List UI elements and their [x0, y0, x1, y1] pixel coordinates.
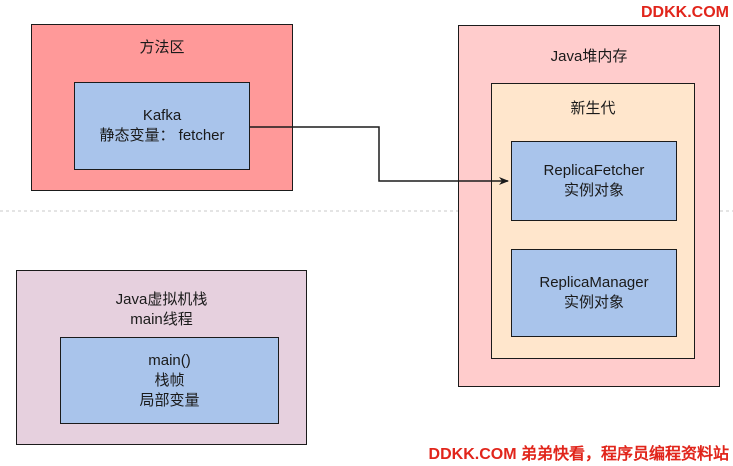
method-area-box: 方法区 Kafka 静态变量： fetcher [31, 24, 293, 191]
replica-manager-name: ReplicaManager [539, 274, 649, 291]
watermark-bottom: DDKK.COM 弟弟快看，程序员编程资料站 [428, 446, 729, 463]
replica-fetcher-desc: 实例对象 [563, 182, 624, 199]
replica-manager-text: ReplicaManager 实例对象 [512, 273, 676, 313]
kafka-static-field: 静态变量： fetcher [99, 127, 225, 144]
young-gen-box: 新生代 ReplicaFetcher 实例对象 ReplicaManager 实… [491, 83, 695, 359]
replica-fetcher-text: ReplicaFetcher 实例对象 [512, 161, 676, 201]
replica-fetcher-name: ReplicaFetcher [543, 162, 645, 179]
replica-fetcher-box: ReplicaFetcher 实例对象 [511, 141, 677, 221]
watermark-top: DDKK.COM [641, 4, 729, 21]
kafka-class-name: Kafka [142, 107, 182, 124]
main-frame-method: main() [148, 351, 191, 369]
jvm-stack-box: Java虚拟机栈 main线程 main() 栈帧 局部变量 [16, 270, 307, 445]
young-gen-title: 新生代 [570, 100, 616, 117]
replica-manager-box: ReplicaManager 实例对象 [511, 249, 677, 337]
replica-manager-desc: 实例对象 [563, 294, 624, 311]
kafka-class-box: Kafka 静态变量： fetcher [74, 82, 250, 170]
jvm-stack-title-1: Java虚拟机栈 [115, 291, 208, 308]
main-frame-locals: 局部变量 [139, 391, 200, 409]
main-frame-text: main() 栈帧 局部变量 [61, 351, 278, 411]
main-frame-label: 栈帧 [154, 371, 185, 389]
jvm-stack-title-2: main线程 [130, 311, 193, 328]
java-heap-title: Java堆内存 [550, 48, 628, 65]
method-area-title: 方法区 [139, 39, 185, 56]
kafka-class-text: Kafka 静态变量： fetcher [75, 106, 249, 146]
java-heap-box: Java堆内存 新生代 ReplicaFetcher 实例对象 ReplicaM… [458, 25, 720, 387]
main-frame-box: main() 栈帧 局部变量 [60, 337, 279, 424]
